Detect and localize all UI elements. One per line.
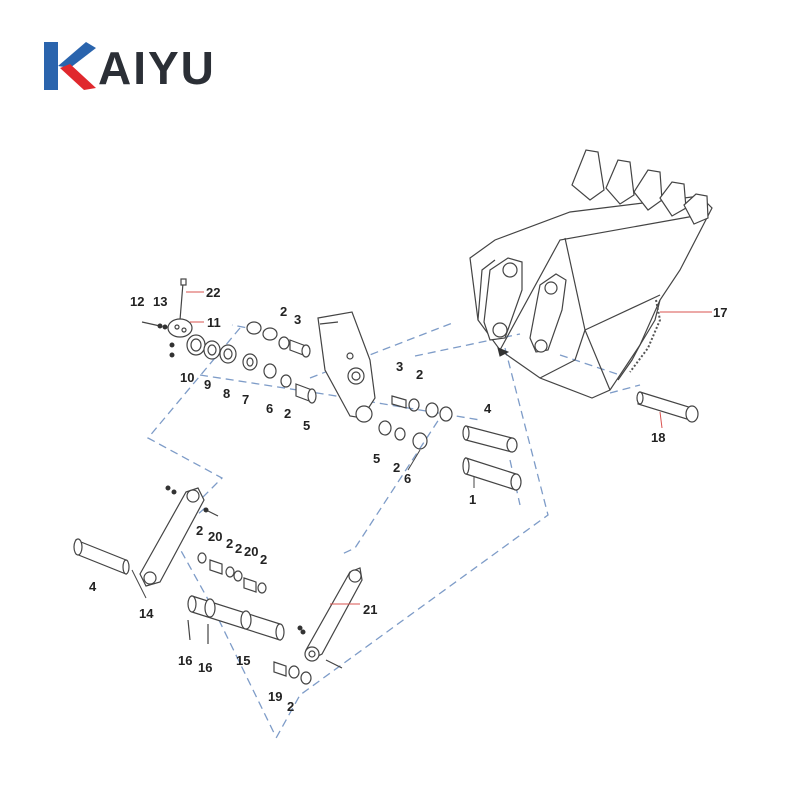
callout-13: 13 xyxy=(153,294,167,309)
logo-mark-icon xyxy=(44,42,96,90)
callout-17: 17 xyxy=(713,305,727,320)
callout-6-mid: 6 xyxy=(404,471,411,486)
callout-1: 1 xyxy=(469,492,476,507)
pin-18 xyxy=(636,391,699,423)
callout-20-a: 20 xyxy=(208,529,222,544)
callout-5-mid: 5 xyxy=(373,451,380,466)
callout-16-a: 16 xyxy=(178,653,192,668)
callout-22: 22 xyxy=(206,285,220,300)
callout-19: 19 xyxy=(268,689,282,704)
callout-2-c: 2 xyxy=(235,541,242,556)
cross-shaft-15 xyxy=(187,595,285,644)
arm-stick xyxy=(317,311,376,423)
callout-2-low: 2 xyxy=(393,460,400,475)
callout-10: 10 xyxy=(180,370,194,385)
callout-3-upper: 3 xyxy=(294,312,301,327)
callout-6-left: 6 xyxy=(266,401,273,416)
callout-9: 9 xyxy=(204,377,211,392)
lower-bushings xyxy=(197,552,267,594)
callout-2-mid: 2 xyxy=(416,367,423,382)
callout-labels: 22 12 13 11 2 3 10 9 8 7 6 2 5 3 2 4 5 2… xyxy=(89,285,727,714)
callout-7: 7 xyxy=(242,392,249,407)
callout-14: 14 xyxy=(139,606,154,621)
callout-21: 21 xyxy=(363,602,377,617)
callout-2-bottom: 2 xyxy=(287,699,294,714)
callout-5-left: 5 xyxy=(303,418,310,433)
callout-2-d: 2 xyxy=(260,552,267,567)
bottom-rings xyxy=(273,661,312,685)
callout-2-b: 2 xyxy=(226,536,233,551)
callout-11: 11 xyxy=(207,315,221,330)
link-14-group xyxy=(73,485,219,587)
leader-lines xyxy=(131,291,712,605)
callout-3-mid: 3 xyxy=(396,359,403,374)
callout-8: 8 xyxy=(223,386,230,401)
callout-2-a: 2 xyxy=(196,523,203,538)
callout-16-b: 16 xyxy=(198,660,212,675)
callout-12: 12 xyxy=(130,294,144,309)
callout-4-right: 4 xyxy=(484,401,492,416)
callout-15: 15 xyxy=(236,653,250,668)
upper-left-parts xyxy=(141,278,317,404)
callout-2-left: 2 xyxy=(284,406,291,421)
link-21 xyxy=(297,567,363,669)
callout-18: 18 xyxy=(651,430,665,445)
mid-right-parts xyxy=(378,395,522,491)
bucket xyxy=(469,149,713,399)
callout-2-upper: 2 xyxy=(280,304,287,319)
brand-wordmark: AIYU xyxy=(98,42,216,94)
callout-20-b: 20 xyxy=(244,544,258,559)
callout-4-left: 4 xyxy=(89,579,97,594)
